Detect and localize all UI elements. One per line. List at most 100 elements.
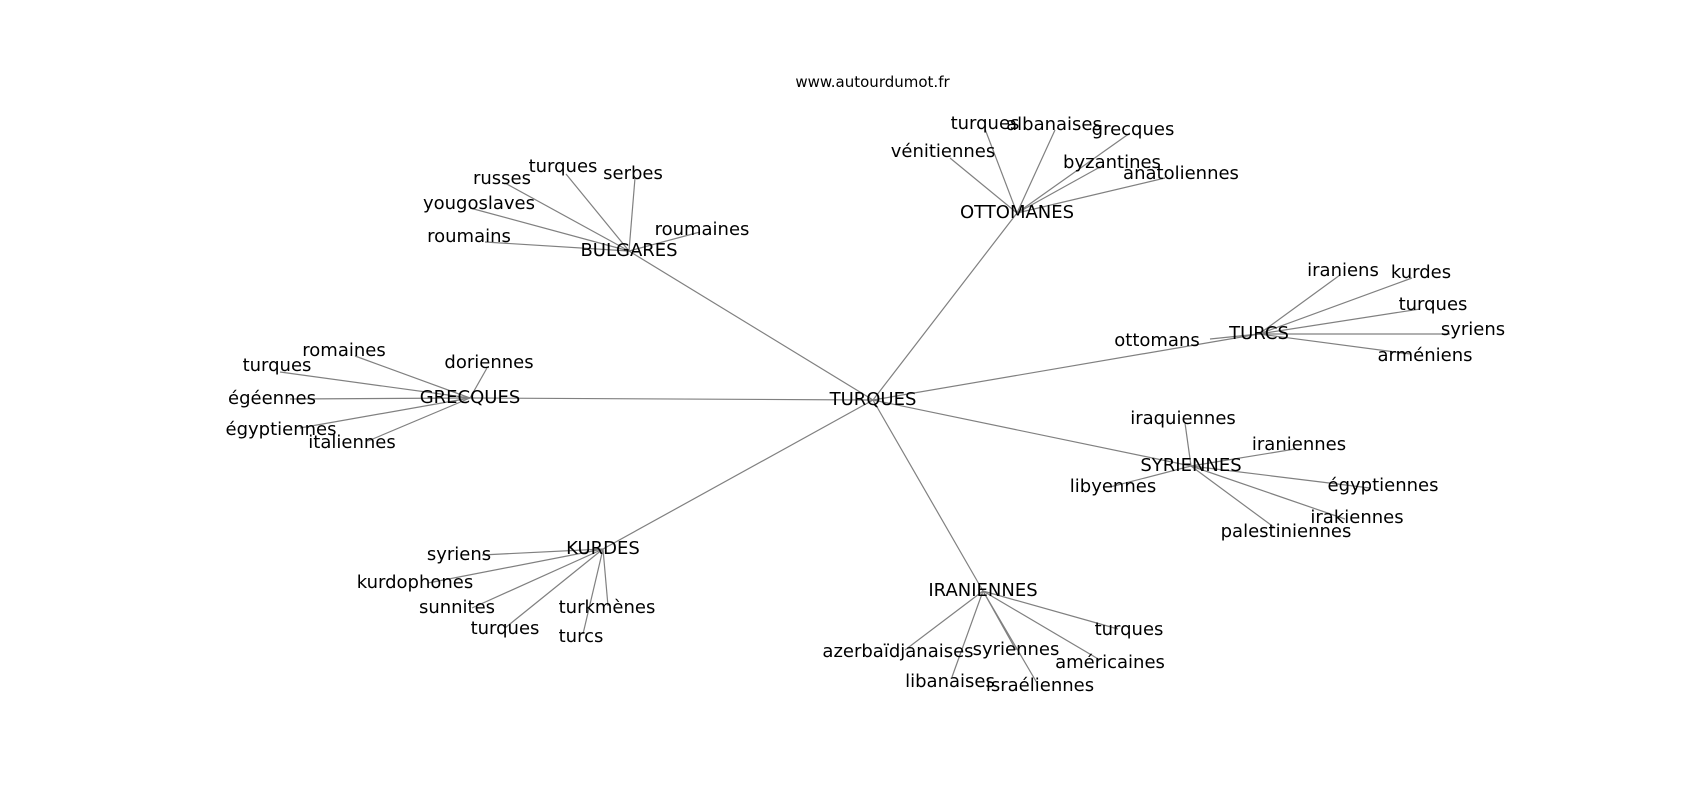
leaf-node-iraniennes-libanaises[interactable]: libanaises xyxy=(905,671,995,692)
edge-root-grecques xyxy=(469,397,874,401)
leaf-node-kurdes-turkmenes[interactable]: turkmènes xyxy=(559,597,656,618)
leaf-node-turcs-syriens[interactable]: syriens xyxy=(1441,319,1505,340)
edge-kurdes-syriens xyxy=(481,548,604,556)
leaf-node-kurdes-syriens[interactable]: syriens xyxy=(427,544,491,565)
edge-iraniennes-americaines xyxy=(982,590,1101,661)
leaf-node-syriennes-iraquiennes[interactable]: iraquiennes xyxy=(1130,408,1236,429)
edge-syriennes-iraquiennes xyxy=(1184,422,1192,467)
edge-root-ottomanes xyxy=(872,212,1018,401)
leaf-node-ottomanes-byzantines[interactable]: byzantines xyxy=(1063,152,1161,173)
edge-iraniennes-azerbaidjanaises xyxy=(904,590,984,651)
leaf-node-grecques-egyptiennes[interactable]: égyptiennes xyxy=(226,419,337,440)
leaf-node-turcs-kurdes[interactable]: kurdes xyxy=(1391,262,1451,283)
edge-bulgares-roumaines xyxy=(628,231,701,252)
edge-bulgares-russes xyxy=(504,182,630,252)
leaf-node-iraniennes-azerbaidjanaises[interactable]: azerbaïdjanaises xyxy=(822,641,973,662)
edge-syriennes-egyptiennes xyxy=(1190,465,1371,489)
edge-root-kurdes xyxy=(602,399,874,550)
leaf-node-ottomanes-albanaises[interactable]: albanaises xyxy=(1006,114,1102,135)
edge-root-iraniennes xyxy=(872,399,984,592)
edge-ottomanes-albanaises xyxy=(1016,129,1056,214)
edge-grecques-doriennes xyxy=(469,367,488,399)
edge-syriennes-libyennes xyxy=(1109,465,1192,488)
leaf-node-ottomanes-grecques[interactable]: grecques xyxy=(1092,119,1175,140)
edge-ottomanes-turques xyxy=(984,128,1018,214)
edge-kurdes-turcs xyxy=(582,548,604,635)
leaf-node-kurdes-kurdophones[interactable]: kurdophones xyxy=(357,572,474,593)
edges-layer xyxy=(279,128,1450,684)
edge-kurdes-kurdophones xyxy=(427,548,604,584)
leaf-node-syriennes-palestiniennes[interactable]: palestiniennes xyxy=(1221,521,1352,542)
edge-kurdes-turkmenes xyxy=(602,548,609,607)
leaf-node-ottomanes-turques[interactable]: turques xyxy=(951,113,1020,134)
leaf-node-bulgares-serbes[interactable]: serbes xyxy=(603,163,663,184)
leaf-node-bulgares-roumains[interactable]: roumains xyxy=(427,226,511,247)
leaf-node-turcs-ottomans[interactable]: ottomans xyxy=(1114,330,1200,351)
leaf-node-ottomanes-anatoliennes[interactable]: anatoliennes xyxy=(1123,163,1239,184)
edge-ottomanes-anatoliennes xyxy=(1016,177,1166,214)
edge-ottomanes-grecques xyxy=(1016,132,1131,214)
edge-bulgares-turques xyxy=(565,173,630,252)
leaf-node-syriennes-irakiennes[interactable]: irakiennes xyxy=(1310,507,1403,528)
cluster-node-syriennes[interactable]: SYRIENNES xyxy=(1140,455,1241,476)
site-url: www.autourdumot.fr xyxy=(795,73,950,91)
leaf-node-grecques-egeennes[interactable]: égéennes xyxy=(228,388,316,409)
leaf-node-iraniennes-syriennes[interactable]: syriennes xyxy=(973,639,1060,660)
edge-syriennes-irakiennes xyxy=(1190,465,1346,520)
leaf-node-syriennes-iraniennes[interactable]: iraniennes xyxy=(1252,434,1346,455)
edge-ottomanes-venitiennes xyxy=(949,157,1018,214)
leaf-node-bulgares-turques[interactable]: turques xyxy=(529,156,598,177)
edge-root-syriennes xyxy=(872,399,1192,467)
leaf-node-kurdes-sunnites[interactable]: sunnites xyxy=(419,597,495,618)
edge-turcs-ottomans xyxy=(1209,333,1260,340)
edge-root-turcs xyxy=(872,333,1260,401)
edge-kurdes-turques xyxy=(504,548,604,629)
leaf-node-iraniennes-israeliennes[interactable]: israéliennes xyxy=(986,675,1094,696)
edge-syriennes-iraniennes xyxy=(1190,448,1296,467)
edge-turcs-turques xyxy=(1258,308,1421,335)
edge-grecques-turques xyxy=(279,371,471,399)
leaf-node-ottomanes-venitiennes[interactable]: vénitiennes xyxy=(891,141,996,162)
leaf-node-grecques-italiennes[interactable]: italiennes xyxy=(308,432,395,453)
cluster-node-grecques[interactable]: GRECQUES xyxy=(420,387,521,408)
leaf-node-bulgares-roumaines[interactable]: roumaines xyxy=(655,219,750,240)
leaf-node-syriennes-libyennes[interactable]: libyennes xyxy=(1070,476,1156,497)
leaf-node-kurdes-turcs[interactable]: turcs xyxy=(559,626,604,647)
leaf-node-grecques-turques[interactable]: turques xyxy=(243,355,312,376)
edge-root-bulgares xyxy=(628,250,874,401)
edge-bulgares-roumains xyxy=(484,241,630,252)
leaf-node-bulgares-russes[interactable]: russes xyxy=(473,168,531,189)
cluster-node-iraniennes[interactable]: IRANIENNES xyxy=(928,580,1037,601)
leaf-node-kurdes-turques[interactable]: turques xyxy=(471,618,540,639)
edge-syriennes-palestiniennes xyxy=(1190,465,1276,529)
leaf-node-grecques-romaines[interactable]: romaines xyxy=(302,340,385,361)
cluster-node-bulgares[interactable]: BULGARES xyxy=(580,240,677,261)
cluster-node-ottomanes[interactable]: OTTOMANES xyxy=(960,202,1074,223)
edge-ottomanes-byzantines xyxy=(1016,166,1101,214)
leaf-node-turcs-turques[interactable]: turques xyxy=(1399,294,1468,315)
leaf-node-turcs-iraniens[interactable]: iraniens xyxy=(1307,260,1379,281)
cluster-node-turcs[interactable]: TURCS xyxy=(1228,323,1289,344)
edge-kurdes-sunnites xyxy=(471,548,604,609)
leaf-node-syriennes-egyptiennes[interactable]: égyptiennes xyxy=(1328,475,1439,496)
edge-grecques-egeennes xyxy=(289,397,471,400)
edge-grecques-egyptiennes xyxy=(299,397,471,429)
cluster-node-kurdes[interactable]: KURDES xyxy=(566,538,640,559)
leaf-node-iraniennes-turques[interactable]: turques xyxy=(1095,619,1164,640)
edge-turcs-iraniens xyxy=(1258,274,1341,335)
root-node-turques[interactable]: TURQUES xyxy=(829,389,917,410)
leaf-node-iraniennes-americaines[interactable]: américaines xyxy=(1055,652,1165,673)
edge-bulgares-serbes xyxy=(628,177,636,252)
edge-turcs-armeniens xyxy=(1258,333,1411,355)
edge-iraniennes-libanaises xyxy=(951,590,984,678)
edge-turcs-kurdes xyxy=(1258,277,1413,335)
leaf-node-grecques-doriennes[interactable]: doriennes xyxy=(444,352,533,373)
edge-bulgares-yougoslaves xyxy=(469,207,630,252)
edge-iraniennes-israeliennes xyxy=(982,590,1038,684)
leaf-node-turcs-armeniens[interactable]: arméniens xyxy=(1378,345,1473,366)
edge-grecques-romaines xyxy=(354,355,471,399)
leaf-node-bulgares-yougoslaves[interactable]: yougoslaves xyxy=(423,193,535,214)
edge-iraniennes-turques xyxy=(982,590,1119,630)
